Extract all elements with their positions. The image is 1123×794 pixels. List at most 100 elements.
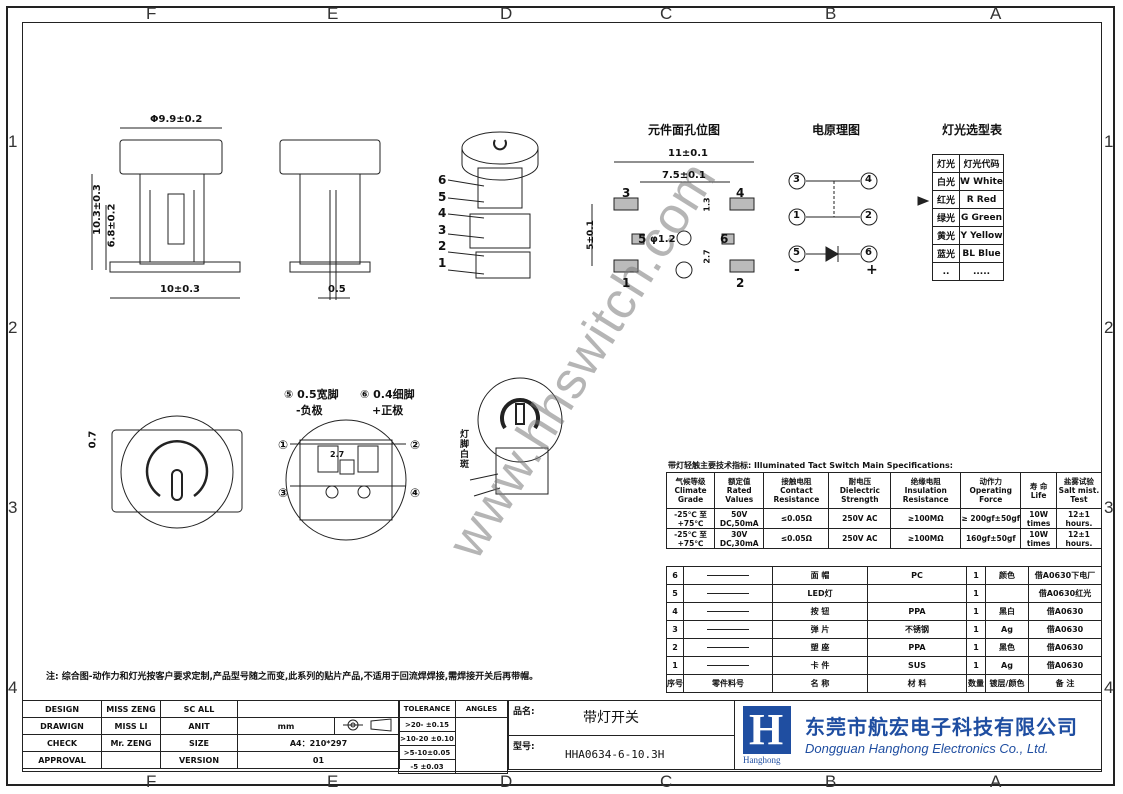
tb-value: Mr. ZENG <box>101 734 161 752</box>
side-label: 灯脚 白斑 <box>460 430 470 470</box>
tb-value: MISS LI <box>101 717 161 735</box>
parts-header: 零件料号 <box>683 674 773 693</box>
name-label: 品名: <box>513 707 535 717</box>
spec-cell: -25℃ 至 +75℃ <box>665 528 716 549</box>
dim-diameter: Φ9.9±0.2 <box>150 114 203 125</box>
company-logo: H <box>743 705 791 754</box>
parts-header: 材 料 <box>867 674 967 693</box>
parts-cell: 借A0630 <box>1028 638 1102 657</box>
logo-mark: H <box>749 705 784 754</box>
zone-label: B <box>825 4 837 23</box>
parts-blank-line <box>707 647 749 648</box>
spec-header-cn: 气候等级 <box>675 477 706 486</box>
parts-cell: 借A0630红光 <box>1028 584 1102 603</box>
product-model: HHA0634-6-10.3H <box>565 748 665 761</box>
parts-cell <box>867 584 967 603</box>
spec-cell: ≥ 200gf±50gf <box>960 508 1022 529</box>
bottom-pin: ④ <box>410 486 421 500</box>
spec-header-en: Contact Resistance <box>773 486 820 504</box>
drawing-border <box>22 22 1102 772</box>
zone-label: D <box>500 772 513 791</box>
part-num: 2 <box>438 239 447 253</box>
part-num: 3 <box>438 222 447 237</box>
hole-layout-title: 元件面孔位图 <box>648 123 721 137</box>
dim-pin: 0.5 <box>328 284 346 295</box>
parts-cell: 2 <box>666 638 684 657</box>
spec-header-en: Insulation Resistance <box>902 486 949 504</box>
parts-cell: 借A0630下电厂 <box>1028 566 1102 585</box>
tb-label: SC ALL <box>160 700 238 718</box>
parts-cell: 借A0630 <box>1028 656 1102 675</box>
part-num: 6 <box>438 173 447 187</box>
exploded-part-numbers: 6 5 4 3 2 1 <box>438 172 446 271</box>
parts-cell: 1 <box>966 638 986 657</box>
parts-cell: PC <box>867 566 967 585</box>
spec-header-en: Salt mist. Test <box>1058 486 1100 504</box>
tb-value <box>237 700 400 718</box>
spec-cell: 50V DC,50mA <box>714 508 765 529</box>
cap-iso <box>461 131 539 165</box>
hole-pin: 1 <box>622 276 631 290</box>
cap-front-view <box>119 139 223 175</box>
spec-header-en: Climate Grade <box>674 486 707 504</box>
parts-cell: 黑白 <box>985 602 1029 621</box>
zone-label: 2 <box>1104 318 1114 337</box>
hole-pin: 2 <box>736 276 745 290</box>
spec-header-cn: 盐雾试验 <box>1063 477 1094 486</box>
drawing-note: 注: 综合图-动作力和灯光按客户要求定制,产品型号随之而变,此系列的贴片产品,不… <box>46 672 539 682</box>
parts-cell: 借A0630 <box>1028 620 1102 639</box>
light-cell: ..... <box>959 262 1004 281</box>
parts-cell: 1 <box>666 656 684 675</box>
parts-cell: 1 <box>966 566 986 585</box>
parts-cell: 1 <box>966 620 986 639</box>
tb-value <box>455 717 508 774</box>
tb-label: TOLERANCE <box>398 700 456 718</box>
parts-blank-line <box>707 611 749 612</box>
hole-dim-11: 11±0.1 <box>668 148 709 159</box>
parts-header: 名 称 <box>772 674 868 693</box>
parts-header: 镀层/颜色 <box>985 674 1029 693</box>
circuit-pin: 6 <box>865 247 872 258</box>
hole-pin: 4 <box>736 186 745 200</box>
parts-blank-line <box>707 593 749 594</box>
zone-label: 1 <box>1104 132 1114 151</box>
parts-cell: 4 <box>666 602 684 621</box>
zone-label: A <box>990 772 1002 791</box>
tb-value: A4：210*297 <box>237 734 400 752</box>
parts-cell: 3 <box>666 620 684 639</box>
light-table-title: 灯光选型表 <box>942 123 1003 137</box>
circuit-pin: 2 <box>865 210 872 221</box>
parts-cell <box>683 584 773 603</box>
zone-label: D <box>500 4 513 23</box>
light-cell: .. <box>932 262 960 281</box>
part-num: 5 <box>438 189 447 204</box>
light-cell: 白光 <box>932 172 960 191</box>
parts-cell: PPA <box>867 638 967 657</box>
parts-cell: 卡 件 <box>772 656 868 675</box>
light-cell: G Green <box>959 208 1004 227</box>
parts-cell: 面 帽 <box>772 566 868 585</box>
parts-cell: PPA <box>867 602 967 621</box>
drawing-frame <box>6 6 1115 786</box>
light-cell: 黄光 <box>932 226 960 245</box>
hole-pin: 5 <box>638 232 647 246</box>
spec-header-en: Dielectric Strength <box>839 486 880 504</box>
circuit-pin: 4 <box>865 174 872 185</box>
tb-value: mm <box>237 717 335 735</box>
light-header: 灯光代码 <box>959 154 1004 173</box>
zone-label: A <box>990 4 1002 23</box>
parts-cell: 颜色 <box>985 566 1029 585</box>
dim-body: 6.8±0.2 <box>106 203 118 248</box>
spec-cell: ≥100MΩ <box>890 508 962 529</box>
parts-cell: 弹 片 <box>772 620 868 639</box>
parts-cell: SUS <box>867 656 967 675</box>
spec-header-cn: 耐电压 <box>848 477 872 486</box>
spec-header-cn: 额定值 <box>727 477 751 486</box>
bottom-dim-27: 2.7 <box>330 450 345 459</box>
spec-cell: ≤0.05Ω <box>763 528 830 549</box>
